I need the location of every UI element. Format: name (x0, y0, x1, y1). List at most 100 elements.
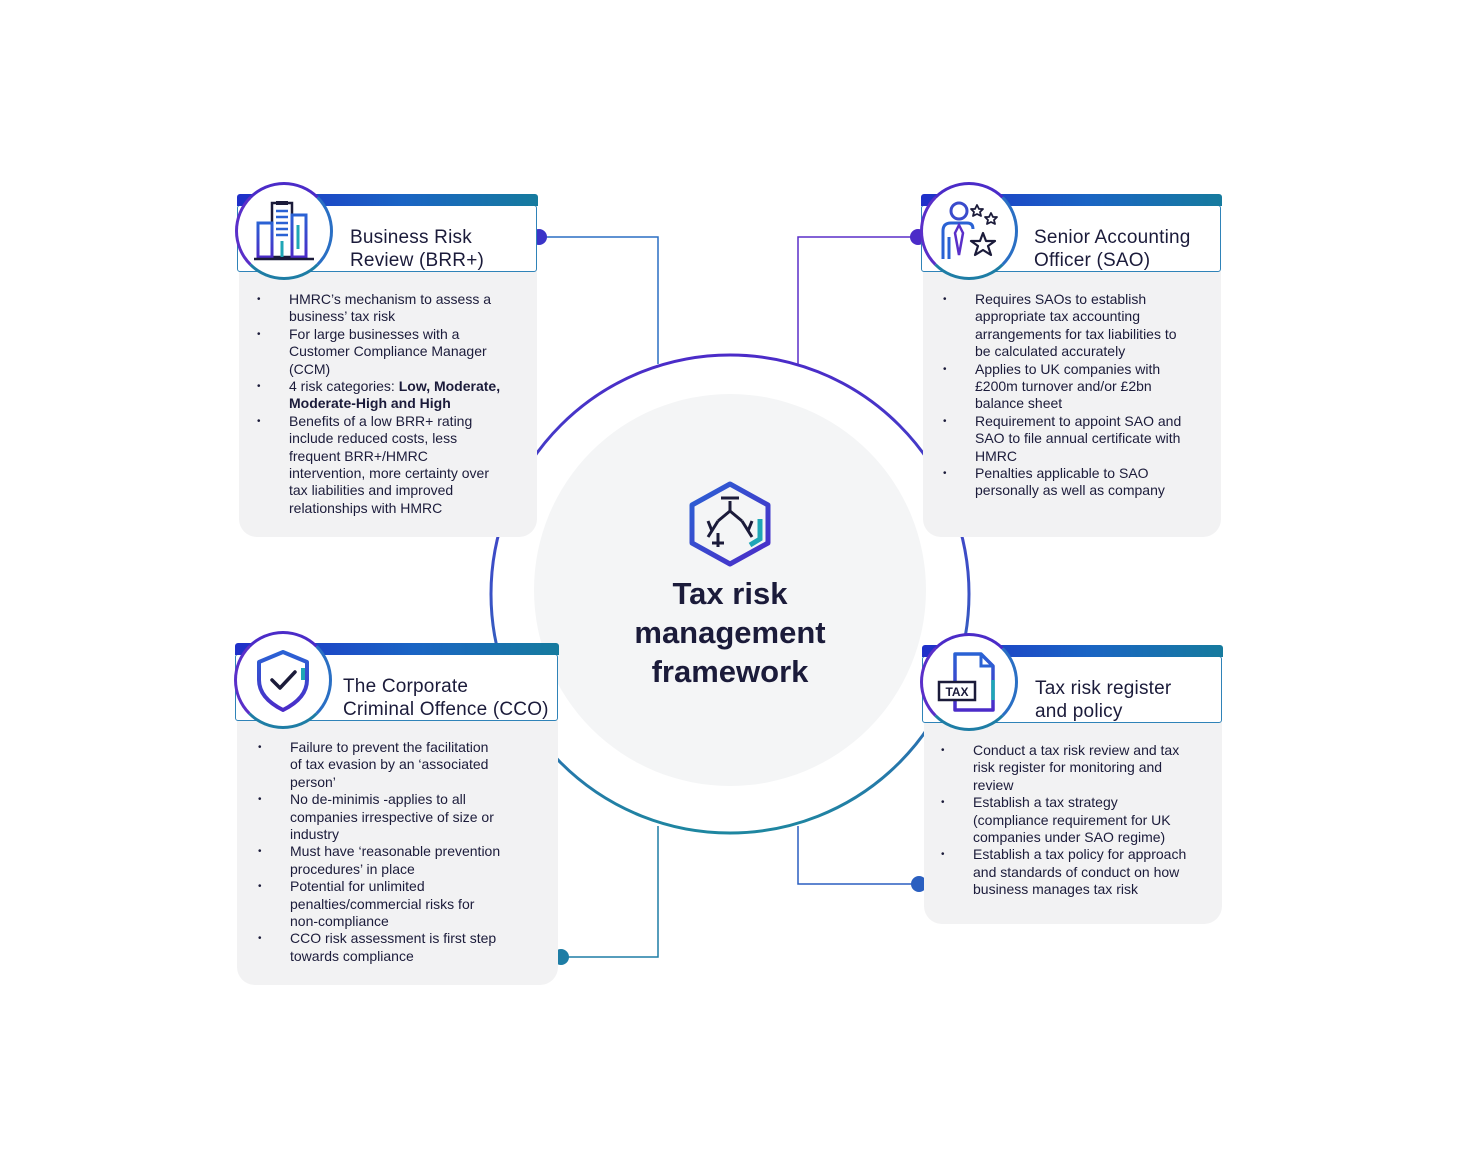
title-line: Senior Accounting (1034, 227, 1191, 248)
card-register-title: Tax risk register and policy (1035, 677, 1171, 723)
bullet-line: include reduced costs, less (289, 430, 458, 447)
title-line: The Corporate (343, 676, 469, 697)
bullet-line: tax liabilities and improved (289, 482, 454, 499)
bullet-line: Requirement to appoint SAO and (975, 412, 1182, 429)
inner-disc (534, 394, 926, 786)
bullet-bold: Moderate-High and High (289, 395, 451, 412)
bullet-line: Requires SAOs to establish (975, 291, 1147, 307)
bullet-line: companies under SAO regime) (973, 829, 1166, 846)
bullet-line: business’ tax risk (289, 308, 396, 325)
connector-cco (560, 826, 659, 958)
card-register-icon-badge: TAX (920, 633, 1018, 731)
bullet-line: procedures’ in place (290, 860, 415, 877)
bullet-line: personally as well as company (975, 482, 1165, 499)
title-line: Criminal Offence (CCO) (343, 699, 549, 720)
list-item: Establish a tax strategy(compliance requ… (941, 794, 1216, 846)
shield-check-icon (257, 650, 309, 712)
bullet-line: non-compliance (290, 913, 389, 930)
center-title-line: management (634, 615, 826, 650)
title-line: Tax risk register (1035, 678, 1172, 699)
bullet-line: Failure to prevent the facilitation (290, 739, 489, 755)
cube-network-icon (689, 481, 771, 567)
bullet-line: appropriate tax accounting (975, 308, 1140, 325)
card-cco-icon-badge (234, 631, 332, 729)
center-title: Tax risk management framework (560, 574, 900, 691)
bullet-line: Conduct a tax risk review and tax (973, 742, 1180, 758)
tax-label: TAX (945, 685, 968, 699)
bullet-line: Applies to UK companies with (975, 360, 1161, 377)
bullet-line: Customer Compliance Manager (289, 343, 487, 360)
connector-sao (797, 236, 918, 364)
bullet-line: industry (290, 826, 340, 843)
person-stars-icon (941, 201, 998, 259)
list-item: 4 risk categories: Low, Moderate,Moderat… (257, 378, 527, 413)
bullet-line: CCO risk assessment is first step (290, 930, 497, 947)
bullet-line: arrangements for tax liabilities to (975, 325, 1177, 342)
connector-dot-register (911, 876, 927, 892)
bullet-line: For large businesses with a (289, 325, 460, 342)
bullet-line: Penalties applicable to SAO (975, 465, 1149, 482)
bullet-line: HMRC’s mechanism to assess a (289, 291, 492, 307)
connector-register (797, 826, 918, 885)
card-brr-icon-badge (235, 182, 333, 280)
title-line: Review (BRR+) (350, 250, 485, 271)
bullet-line: Establish a tax policy for approach (973, 846, 1187, 863)
bullet-line: Establish a tax strategy (973, 794, 1118, 811)
bullet-line: companies irrespective of size or (290, 808, 494, 825)
center-title-line: framework (651, 654, 809, 689)
bullet-line: (compliance requirement for UK (973, 811, 1171, 828)
bullet-line: intervention, more certainty over (289, 465, 489, 482)
title-line: and policy (1035, 701, 1123, 722)
bullet-line: (CCM) (289, 360, 331, 377)
bullet-line: Must have ‘reasonable prevention (290, 843, 501, 860)
bullet-line: No de-minimis -applies to all (290, 791, 466, 808)
bullet-line: of tax evasion by an ‘associated (290, 756, 489, 773)
office-building-icon (254, 201, 314, 261)
bullet-bold: Low, Moderate, (398, 378, 501, 395)
bullet-line: penalties/commercial risks for (290, 895, 475, 912)
bullet-line: 4 risk categories: (289, 378, 399, 395)
bullet-line: £200m turnover and/or £2bn (975, 378, 1152, 395)
bullet-line: HMRC (975, 447, 1017, 464)
bullet-line: relationships with HMRC (289, 499, 443, 516)
list-item: Potential for unlimitedpenalties/commerc… (258, 878, 548, 930)
center-title-line: Tax risk (672, 576, 788, 611)
bullet-line: and standards of conduct on how (973, 863, 1180, 880)
title-line: Business Risk (350, 227, 472, 248)
bullet-line: SAO to file annual certificate with (975, 430, 1181, 447)
bullet-line: Benefits of a low BRR+ rating (289, 412, 473, 429)
card-sao-title: Senior Accounting Officer (SAO) (1034, 226, 1191, 272)
bullet-line: review (973, 776, 1014, 793)
outer-ring (489, 353, 971, 835)
tax-document-icon: TAX (937, 652, 995, 712)
list-item: Applies to UK companies with£200m turnov… (943, 361, 1213, 413)
bullet-line: be calculated accurately (975, 343, 1126, 360)
bullet-line: Potential for unlimited (290, 878, 425, 895)
list-item: Must have ‘reasonable preventionprocedur… (258, 843, 548, 878)
bullet-line: towards compliance (290, 947, 414, 964)
title-line: Officer (SAO) (1034, 250, 1151, 271)
bullet-line: risk register for monitoring and (973, 759, 1163, 776)
bullet-line: frequent BRR+/HMRC (289, 447, 428, 464)
card-cco-title: The Corporate Criminal Offence (CCO) (343, 675, 549, 721)
card-brr-title: Business Risk Review (BRR+) (350, 226, 484, 272)
bullet-line: person’ (290, 773, 336, 790)
bullet-line: business manages tax risk (973, 881, 1138, 898)
bullet-line: balance sheet (975, 395, 1063, 412)
connector-brr (538, 236, 659, 364)
